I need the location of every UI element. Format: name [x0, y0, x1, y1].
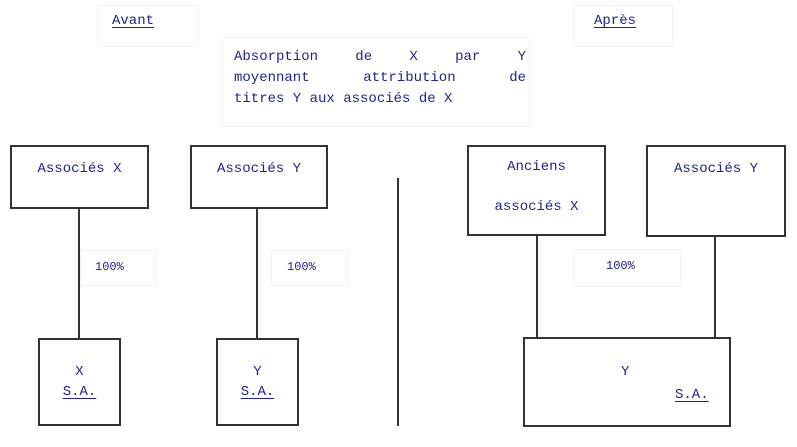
connector-line [256, 207, 258, 339]
connector-line [536, 234, 538, 338]
company-y-form: S.A. [240, 384, 275, 400]
company-x-name: X [75, 364, 84, 380]
description-line: titres Y aux associés de X [234, 91, 453, 107]
connector-line [78, 207, 80, 339]
shareholders-y-box: Associés Y [190, 145, 328, 209]
heading-after: Après [594, 13, 637, 29]
description-frame [222, 37, 530, 127]
shareholders-y-after-box: Associés Y [646, 145, 786, 237]
divider-line [397, 178, 399, 426]
company-y-after-name: Y [621, 364, 630, 380]
former-shareholders-x-label: Anciens [507, 159, 566, 175]
shareholders-x-label: Associés X [37, 161, 122, 177]
heading-before-frame [97, 5, 199, 47]
company-x-box: X S.A. [38, 338, 121, 426]
connector-line [714, 235, 716, 338]
pct-frame [271, 250, 348, 286]
heading-after-frame [573, 5, 673, 47]
pct-frame [80, 250, 156, 286]
description: Absorption de X par Y moyennant attribut… [234, 47, 526, 110]
shareholders-x-box: Associés X [10, 145, 149, 209]
heading-before: Avant [112, 13, 155, 29]
ownership-pct-x: 100% [95, 260, 124, 274]
shareholders-y-after-label: Associés Y [673, 161, 758, 177]
former-shareholders-x-box: Anciens associés X [467, 145, 606, 236]
shareholders-y-label: Associés Y [216, 161, 301, 177]
company-y-box: Y S.A. [216, 338, 299, 426]
description-line: moyennant attribution de [234, 70, 526, 86]
ownership-pct-after: 100% [606, 259, 635, 273]
company-x-form: S.A. [62, 384, 97, 400]
ownership-pct-y: 100% [287, 260, 316, 274]
description-line: Absorption de X par Y [234, 49, 526, 65]
former-shareholders-x-label: associés X [494, 199, 579, 215]
company-y-name: Y [253, 364, 262, 380]
pct-frame [573, 249, 681, 287]
company-y-after-box: Y S.A. [523, 337, 731, 427]
company-y-after-form: S.A. [675, 387, 709, 403]
